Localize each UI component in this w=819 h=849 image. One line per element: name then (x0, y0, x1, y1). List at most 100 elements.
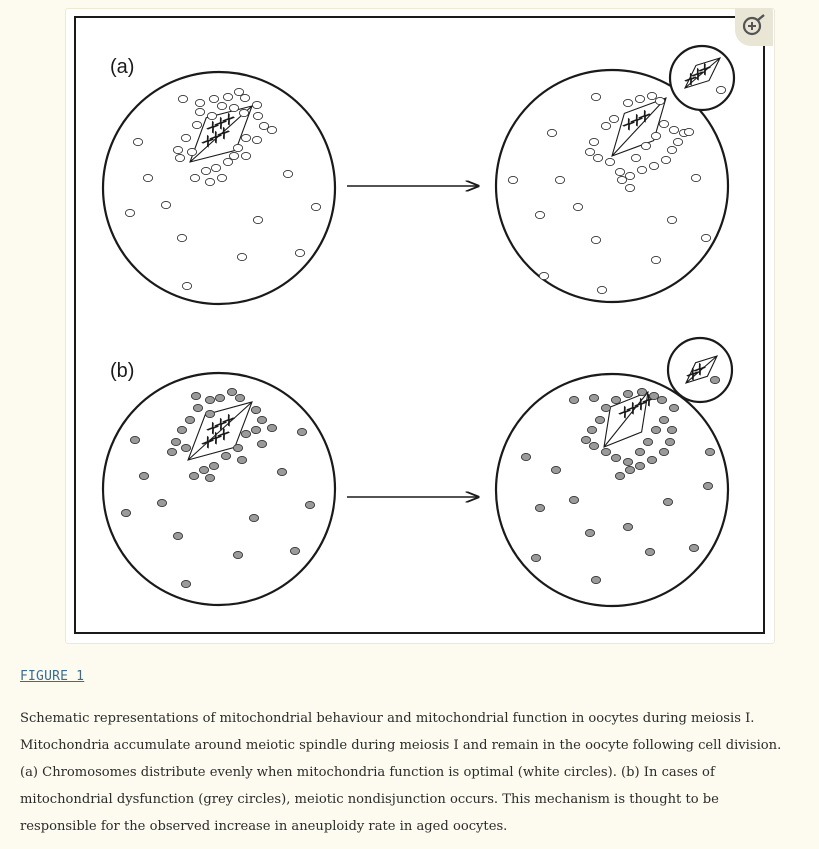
mitochondrion-dysfunctional (634, 461, 646, 471)
mitochondrion-dysfunctional (702, 481, 714, 491)
mitochondrion-healthy (650, 255, 662, 265)
mitochondrion-healthy (191, 120, 203, 130)
spindle-a-after (611, 97, 667, 157)
mitochondrion-healthy (239, 93, 251, 103)
mitochondrion-healthy (251, 100, 263, 110)
mitochondrion-healthy (672, 137, 684, 147)
mitochondrion-dysfunctional (648, 391, 660, 401)
mitochondrion-dysfunctional (250, 405, 262, 415)
mitochondrion-healthy (666, 145, 678, 155)
mitochondrion-dysfunctional (614, 471, 626, 481)
mitochondrion-dysfunctional (256, 439, 268, 449)
mitochondrion-healthy (204, 177, 216, 187)
mitochondrion-dysfunctional (240, 429, 252, 439)
mitochondrion-healthy (538, 271, 550, 281)
mitochondrion-healthy (658, 119, 670, 129)
mitochondrion-healthy (238, 108, 250, 118)
mitochondrion-dysfunctional (662, 497, 674, 507)
mitochondrion-dysfunctional (664, 437, 676, 447)
figure-link[interactable]: FIGURE 1 (20, 669, 85, 684)
mitochondrion-healthy (206, 111, 218, 121)
mitochondrion-healthy (636, 165, 648, 175)
mitochondrion-dysfunctional (188, 471, 200, 481)
mitochondrion-dysfunctional (236, 455, 248, 465)
mitochondrion-healthy (216, 101, 228, 111)
mitochondrion-healthy (194, 98, 206, 108)
mitochondrion-healthy (236, 252, 248, 262)
mitochondrion-dysfunctional (129, 435, 141, 445)
mitochondrion-healthy (142, 173, 154, 183)
mitochondrion-healthy (630, 153, 642, 163)
mitochondrion-dysfunctional (590, 575, 602, 585)
mitochondrion-healthy (660, 155, 672, 165)
mitochondrion-healthy (266, 125, 278, 135)
mitochondrion-healthy (233, 87, 245, 97)
mitochondrion-healthy (222, 92, 234, 102)
mitochondrion-dysfunctional (622, 389, 634, 399)
mitochondrion-healthy (507, 175, 519, 185)
mitochondrion-healthy (124, 208, 136, 218)
mitochondrion-dysfunctional (226, 387, 238, 397)
spindle-b-before (187, 401, 253, 461)
mitochondrion-healthy (616, 175, 628, 185)
zoom-in-button[interactable] (735, 8, 773, 46)
mitochondrion-dysfunctional (530, 553, 542, 563)
zoom-in-icon (742, 14, 765, 36)
mitochondrion-healthy (200, 166, 212, 176)
mitochondrion-dysfunctional (120, 508, 132, 518)
mitochondrion-dysfunctional (180, 443, 192, 453)
mitochondrion-dysfunctional (256, 415, 268, 425)
mitochondrion-dysfunctional (250, 425, 262, 435)
mitochondrion-dysfunctional (610, 395, 622, 405)
mitochondrion-dysfunctional (198, 465, 210, 475)
mitochondrion-dysfunctional (622, 522, 634, 532)
spindle-polar-a (683, 57, 722, 89)
mitochondrion-dysfunctional (636, 387, 648, 397)
mitochondrion-healthy (189, 173, 201, 183)
mitochondrion-healthy (240, 133, 252, 143)
mitochondrion-dysfunctional (204, 409, 216, 419)
mitochondrion-healthy (240, 151, 252, 161)
mitochondrion-dysfunctional (568, 495, 580, 505)
mitochondrion-healthy (132, 137, 144, 147)
mitochondrion-healthy (624, 183, 636, 193)
mitochondrion-dysfunctional (580, 435, 592, 445)
mitochondrion-dysfunctional (138, 471, 150, 481)
mitochondrion-dysfunctional (204, 395, 216, 405)
mitochondrion-healthy (222, 157, 234, 167)
mitochondrion-dysfunctional (304, 500, 316, 510)
mitochondrion-dysfunctional (289, 546, 301, 556)
mitochondrion-dysfunctional (650, 425, 662, 435)
mitochondrion-healthy (584, 147, 596, 157)
mitochondrion-dysfunctional (204, 473, 216, 483)
mitochondrion-dysfunctional (634, 447, 646, 457)
mitochondrion-healthy (634, 94, 646, 104)
mitochondrion-dysfunctional (644, 547, 656, 557)
mitochondrion-dysfunctional (220, 451, 232, 461)
mitochondrion-healthy (172, 145, 184, 155)
mitochondrion-dysfunctional (184, 415, 196, 425)
mitochondrion-dysfunctional (248, 513, 260, 523)
mitochondrion-healthy (177, 94, 189, 104)
mitochondrion-healthy (210, 163, 222, 173)
mitochondrion-dysfunctional (170, 437, 182, 447)
mitochondrion-healthy (228, 103, 240, 113)
mitochondrion-healthy (588, 137, 600, 147)
mitochondrion-dysfunctional (586, 425, 598, 435)
mitochondrion-dysfunctional (624, 465, 636, 475)
mitochondrion-dysfunctional (646, 455, 658, 465)
mitochondrion-dysfunctional (190, 391, 202, 401)
mitochondrion-healthy (546, 128, 558, 138)
mitochondrion-dysfunctional (180, 579, 192, 589)
mitochondrion-dysfunctional (704, 447, 716, 457)
mitochondrion-healthy (216, 173, 228, 183)
figure-caption: Schematic representations of mitochondri… (20, 705, 810, 840)
mitochondrion-healthy (590, 235, 602, 245)
mitochondrion-healthy (592, 153, 604, 163)
mitochondrion-dysfunctional (610, 453, 622, 463)
mitochondrion-healthy (174, 153, 186, 163)
mitochondrion-dysfunctional (156, 498, 168, 508)
mitochondrion-dysfunctional (622, 457, 634, 467)
mitochondrion-healthy (590, 92, 602, 102)
mitochondrion-healthy (252, 111, 264, 121)
